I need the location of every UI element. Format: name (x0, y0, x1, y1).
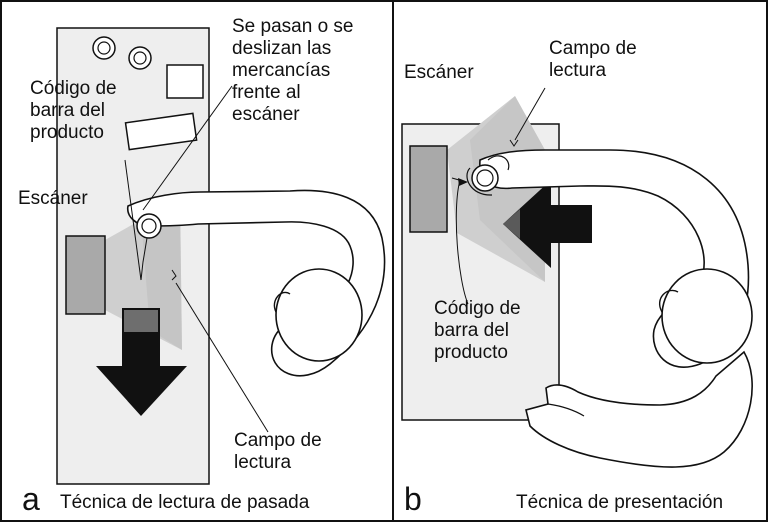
caption-b: Técnica de presentación (516, 492, 724, 513)
scanner-b (409, 145, 448, 233)
counter-display (166, 64, 204, 99)
field-label-a: Campo de lectura (234, 430, 322, 473)
movement-arrow-b (503, 180, 592, 268)
field-label-b: Campo de lectura (549, 38, 637, 81)
caption-a: Técnica de lectura de pasada (60, 492, 310, 513)
shopper-head-b (661, 268, 753, 364)
panel-letter-b: b (404, 481, 422, 517)
counter-keypad (124, 112, 198, 151)
instruction-label-a: Se pasan o se deslizan las mercancías fr… (232, 16, 354, 125)
shopper-head-a (275, 268, 363, 362)
barcode-label-a: Código de barra del producto (30, 78, 117, 143)
scanner-a (65, 235, 106, 315)
movement-arrow-head-a (96, 366, 187, 416)
scanner-label-a: Escáner (18, 188, 88, 209)
scanner-label-b: Escáner (404, 62, 474, 83)
panel-b-drawing (401, 87, 753, 468)
panel-letter-a: a (22, 481, 40, 517)
shopper-lower-arm-b (525, 350, 753, 468)
panel-a-drawing (56, 27, 386, 485)
barcode-label-b: Código de barra del producto (434, 298, 521, 363)
